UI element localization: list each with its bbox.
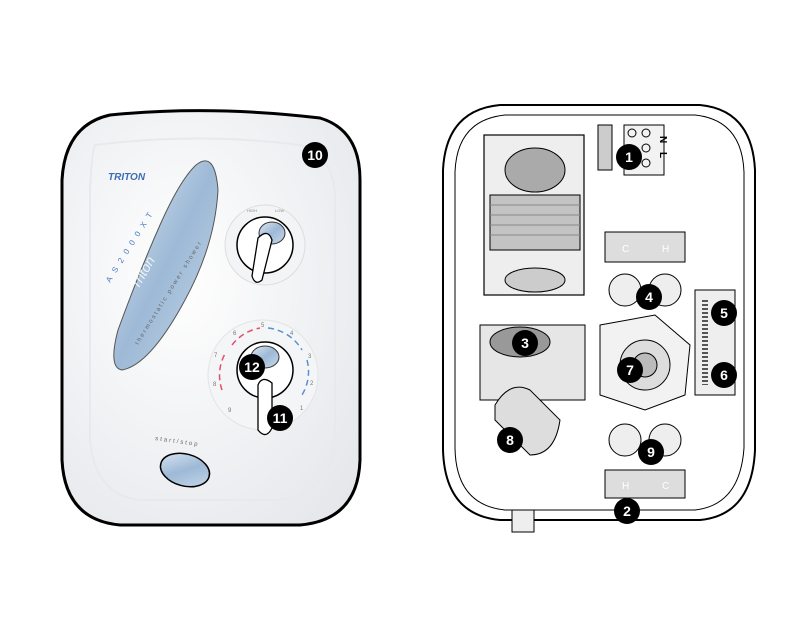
pump-motor: [483, 134, 585, 296]
inlet-label: H: [622, 481, 629, 492]
callout-12: 12: [239, 354, 265, 380]
dial-number: 5: [261, 323, 265, 329]
callout-3: 3: [512, 330, 538, 356]
svg-text:12: 12: [244, 359, 260, 375]
internal-view: N L C H H C: [442, 104, 756, 533]
terminal-label-n: N: [657, 136, 668, 143]
front-cover: TRITON AS2000XT Triton thermostatic powe…: [60, 109, 362, 527]
terminal-label-l: L: [657, 152, 668, 158]
svg-text:4: 4: [645, 289, 653, 305]
outlet-elbow: [494, 386, 561, 456]
callout-2: 2: [614, 498, 640, 524]
temperature-dial[interactable]: 9 8 7 6 5 4 3 2 1: [207, 319, 319, 436]
brand-logo: TRITON: [108, 172, 146, 183]
callout-1: 1: [616, 144, 642, 170]
svg-text:3: 3: [521, 335, 529, 351]
dial-number: 9: [228, 408, 232, 414]
svg-text:1: 1: [625, 149, 633, 165]
callout-10: 10: [302, 142, 328, 168]
start-stop-button[interactable]: [157, 448, 214, 492]
dial-number: 4: [290, 331, 294, 337]
inlet-valves-top: [604, 231, 686, 307]
inlet-label: C: [622, 244, 629, 255]
flow-control-knob[interactable]: HIGH LOW: [224, 204, 306, 286]
callout-6: 6: [711, 362, 737, 388]
dial-number: 6: [233, 331, 237, 337]
callout-7: 7: [617, 357, 643, 383]
flow-label-high: HIGH: [247, 208, 257, 213]
svg-text:6: 6: [720, 367, 728, 383]
outlet-nozzle: [511, 509, 535, 533]
callout-5: 5: [711, 300, 737, 326]
dial-number: 2: [310, 381, 314, 387]
svg-text:11: 11: [273, 410, 288, 426]
svg-text:9: 9: [647, 444, 655, 460]
inlet-label: C: [662, 481, 669, 492]
dial-number: 1: [300, 406, 304, 412]
dial-number: 8: [213, 382, 217, 388]
flow-label-low: LOW: [275, 208, 284, 213]
inlet-label: H: [662, 244, 669, 255]
callout-4: 4: [636, 284, 662, 310]
svg-text:2: 2: [623, 503, 631, 519]
svg-text:8: 8: [506, 432, 514, 448]
callout-8: 8: [497, 427, 523, 453]
svg-text:10: 10: [307, 147, 323, 163]
svg-text:5: 5: [720, 305, 728, 321]
inlet-valves-bottom: [604, 423, 686, 499]
blue-panel: [113, 160, 219, 371]
callout-11: 11: [267, 405, 293, 431]
callouts: 1 2 3 4 5 6 7 8 9 10 11 12: [239, 142, 737, 524]
dial-number: 3: [308, 354, 312, 360]
dial-number: 7: [214, 353, 218, 359]
callout-9: 9: [638, 439, 664, 465]
svg-text:7: 7: [626, 362, 634, 378]
